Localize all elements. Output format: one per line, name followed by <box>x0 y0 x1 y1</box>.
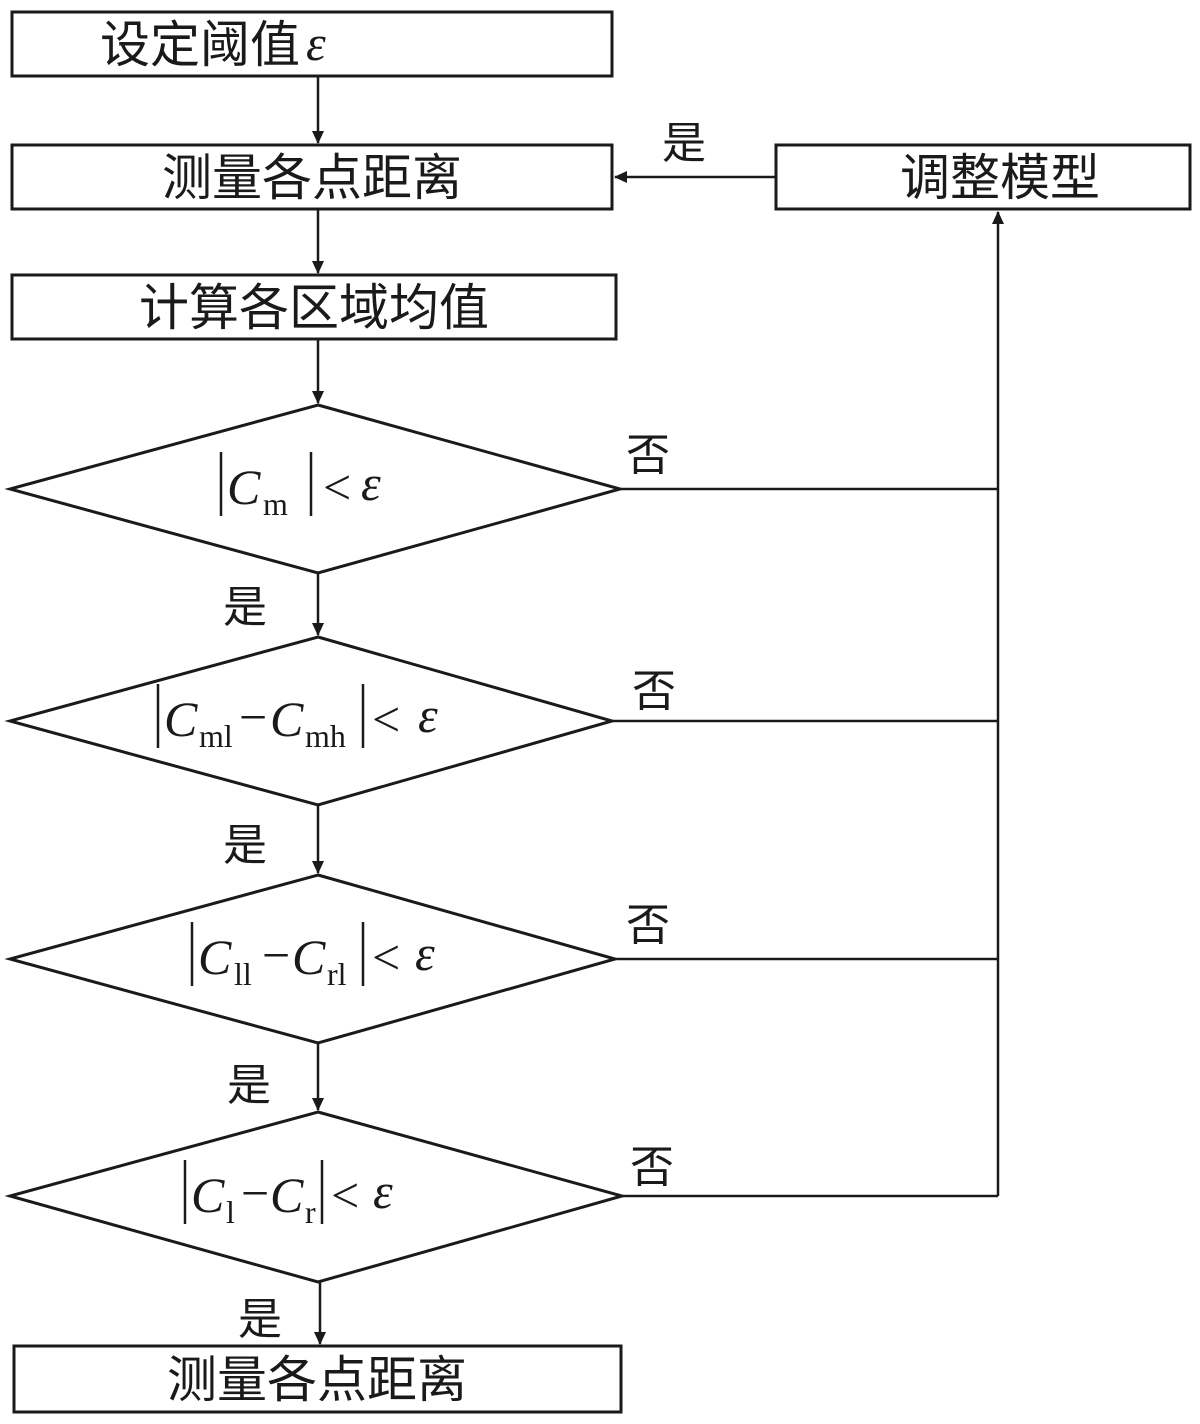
label-no-2: 否 <box>632 666 676 717</box>
decision-cm-eps: ε <box>361 455 381 511</box>
set-threshold-label: 设定阈值 <box>100 16 300 74</box>
label-yes-2: 是 <box>223 820 267 871</box>
decision-3-minus: − <box>262 927 290 983</box>
label-no-1: 否 <box>626 430 670 481</box>
decision-4-c1: C <box>191 1167 225 1223</box>
label-yes-4: 是 <box>238 1294 282 1345</box>
decision-4-minus: − <box>241 1165 269 1221</box>
label-no-3: 否 <box>626 900 670 951</box>
decision-3-c2: C <box>292 929 326 985</box>
decision-3-sub2: rl <box>327 956 347 992</box>
compute-mean-label: 计算各区域均值 <box>139 279 489 337</box>
measure-distance-box-bottom: 测量各点距离 <box>12 1344 623 1414</box>
decision-2-sub2: mh <box>305 718 346 754</box>
decision-cm: C m < ε <box>4 403 626 575</box>
decision-4-c2: C <box>270 1167 304 1223</box>
decision-cll-crl: C ll − C rl < ε <box>4 873 621 1045</box>
decision-2-eps: ε <box>418 687 438 743</box>
decision-3-eps: ε <box>415 925 435 981</box>
decision-4-lt: < <box>331 1167 359 1223</box>
decision-cm-lt: < <box>323 459 351 515</box>
label-yes-feedback: 是 <box>662 118 706 169</box>
label-yes-3: 是 <box>227 1060 271 1111</box>
label-no-4: 否 <box>630 1142 674 1193</box>
decision-4-sub1: l <box>226 1194 235 1230</box>
set-threshold-box: 设定阈值 ε <box>10 10 614 78</box>
decision-3-lt: < <box>372 929 400 985</box>
compute-mean-box: 计算各区域均值 <box>10 273 618 341</box>
threshold-symbol: ε <box>306 15 326 71</box>
measure-distance-label-top: 测量各点距离 <box>162 149 462 207</box>
measure-distance-box-top: 测量各点距离 <box>10 143 614 211</box>
decision-cl-cr: C l − C r < ε <box>4 1110 628 1284</box>
decision-4-sub2: r <box>305 1194 316 1230</box>
decision-cm-sub: m <box>263 486 288 522</box>
decision-3-sub1: ll <box>234 956 252 992</box>
decision-2-sub1: ml <box>199 718 233 754</box>
decision-4-eps: ε <box>373 1163 393 1219</box>
decision-3-c1: C <box>198 929 232 985</box>
adjust-model-label: 调整模型 <box>900 149 1100 207</box>
decision-cm-c: C <box>227 459 261 515</box>
adjust-model-box: 调整模型 <box>774 143 1192 211</box>
decision-2-minus: − <box>239 689 267 745</box>
measure-distance-label-bottom: 测量各点距离 <box>167 1351 467 1409</box>
decision-cml-cmh: C ml − C mh < ε <box>4 635 618 807</box>
decision-2-c2: C <box>270 691 304 747</box>
decision-2-c1: C <box>164 691 198 747</box>
decision-2-lt: < <box>372 691 400 747</box>
label-yes-1: 是 <box>223 582 267 633</box>
